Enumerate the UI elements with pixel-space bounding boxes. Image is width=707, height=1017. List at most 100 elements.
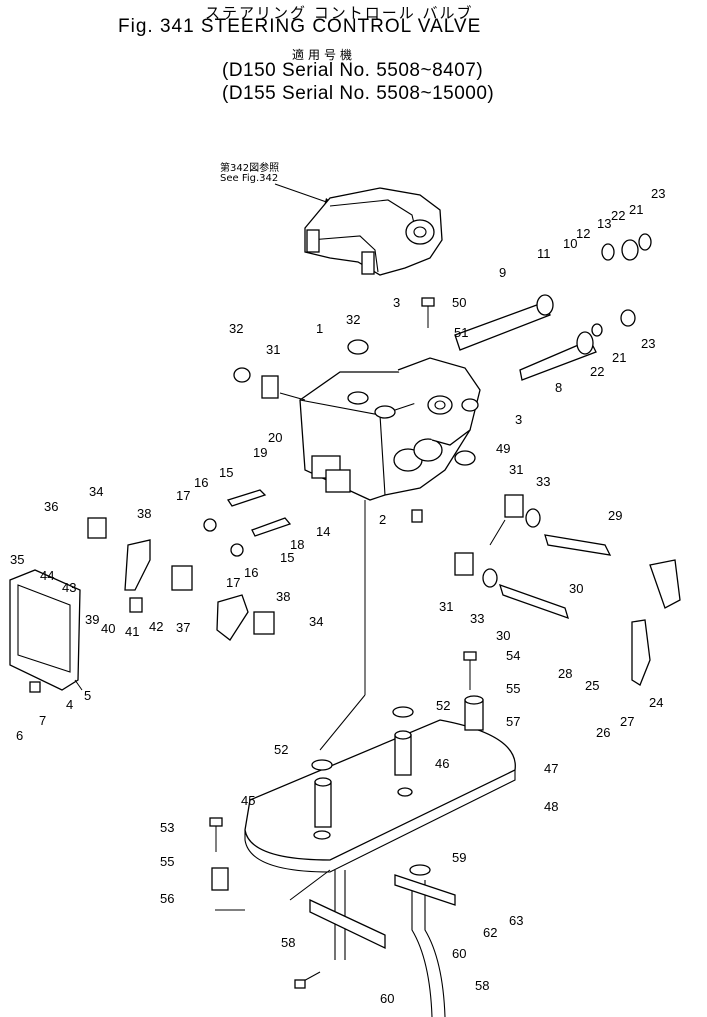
callout-26: 26	[596, 725, 610, 740]
callout-32b: 32	[346, 312, 360, 327]
callout-6: 6	[16, 728, 23, 743]
callout-21: 21	[629, 202, 643, 217]
callout-58: 58	[281, 935, 295, 950]
reference-leader	[274, 183, 336, 206]
callout-34b: 34	[309, 614, 323, 629]
callout-35: 35	[10, 552, 24, 567]
title-japanese: ステアリング コントロール バルブ	[205, 4, 474, 22]
figure-title: Fig. 341 STEERING CONTROL VALVE	[118, 16, 482, 37]
callout-4: 4	[66, 697, 73, 712]
callout-38b: 38	[276, 589, 290, 604]
steering-valve-body	[279, 357, 481, 501]
callout-43: 43	[62, 580, 76, 595]
callout-17: 17	[176, 488, 190, 503]
callout-40: 40	[101, 621, 115, 636]
callout-52: 52	[274, 742, 288, 757]
tubes	[309, 870, 456, 1017]
callout-3: 3	[393, 295, 400, 310]
callout-31c: 31	[439, 599, 453, 614]
callout-52b: 52	[436, 698, 450, 713]
callout-15b: 15	[280, 550, 294, 565]
bolts	[29, 297, 477, 989]
callout-36: 36	[44, 499, 58, 514]
callout-13: 13	[597, 216, 611, 231]
callout-5: 5	[84, 688, 91, 703]
callout-60: 60	[452, 946, 466, 961]
callout-21b: 21	[612, 350, 626, 365]
callout-54: 54	[506, 648, 520, 663]
callout-63: 63	[509, 913, 523, 928]
callout-59: 59	[452, 850, 466, 865]
callout-60b: 60	[380, 991, 394, 1006]
callout-34: 34	[89, 484, 103, 499]
callout-55: 55	[506, 681, 520, 696]
callout-37: 37	[176, 620, 190, 635]
callout-44: 44	[40, 568, 54, 583]
callout-7: 7	[39, 713, 46, 728]
shaft-parts	[454, 294, 612, 620]
callout-9: 9	[499, 265, 506, 280]
callout-38: 38	[137, 506, 151, 521]
cover-plate	[9, 569, 81, 691]
callout-42: 42	[149, 619, 163, 634]
callout-14: 14	[316, 524, 330, 539]
callout-18: 18	[290, 537, 304, 552]
callout-32: 32	[229, 321, 243, 336]
callout-8: 8	[555, 380, 562, 395]
callout-58b: 58	[475, 978, 489, 993]
callout-47: 47	[544, 761, 558, 776]
callout-50: 50	[452, 295, 466, 310]
callout-23: 23	[651, 186, 665, 201]
callout-33: 33	[536, 474, 550, 489]
callout-57: 57	[506, 714, 520, 729]
callout-23b: 23	[641, 336, 655, 351]
callout-39: 39	[85, 612, 99, 627]
callout-62: 62	[483, 925, 497, 940]
upper-housing-part	[304, 187, 443, 276]
callout-29: 29	[608, 508, 622, 523]
callout-15: 15	[219, 465, 233, 480]
see-figure-reference-jp: 第342図参照	[220, 161, 279, 174]
callout-33b: 33	[470, 611, 484, 626]
callout-1: 1	[316, 321, 323, 336]
serial-range-d155: (D155 Serial No. 5508~15000)	[222, 83, 495, 104]
callout-49: 49	[496, 441, 510, 456]
callout-16b: 16	[244, 565, 258, 580]
base-plate	[244, 695, 516, 873]
callout-11: 11	[537, 246, 551, 261]
callout-55b: 55	[160, 854, 174, 869]
callout-22b: 22	[590, 364, 604, 379]
callout-27: 27	[620, 714, 634, 729]
callout-31b: 31	[509, 462, 523, 477]
callout-41: 41	[125, 624, 139, 639]
serial-range-d150: (D150 Serial No. 5508~8407)	[222, 60, 484, 81]
callout-56: 56	[160, 891, 174, 906]
callout-17b: 17	[226, 575, 240, 590]
callout-28: 28	[558, 666, 572, 681]
callout-51: 51	[454, 325, 468, 340]
callout-22: 22	[611, 208, 625, 223]
callout-12: 12	[576, 226, 590, 241]
callout-30b: 30	[496, 628, 510, 643]
callout-25: 25	[585, 678, 599, 693]
callout-46: 46	[435, 756, 449, 771]
callout-31: 31	[266, 342, 280, 357]
lever-parts	[124, 539, 681, 686]
callout-16: 16	[194, 475, 208, 490]
callout-numbers: 1 2 3 3 4 5 6 7 8 9 10 11 12 13 14 15 15…	[10, 186, 665, 1006]
callout-20: 20	[268, 430, 282, 445]
applicability-label: 適用号機	[292, 48, 357, 62]
see-figure-reference-en: See Fig.342	[220, 173, 278, 184]
bushings-and-rings	[87, 233, 652, 891]
callout-2: 2	[379, 512, 386, 527]
leader-lines	[74, 500, 506, 911]
callout-10: 10	[563, 236, 577, 251]
callout-45: 45	[241, 793, 255, 808]
callout-48: 48	[544, 799, 558, 814]
callout-24: 24	[649, 695, 663, 710]
callout-19: 19	[253, 445, 267, 460]
callout-3b: 3	[515, 412, 522, 427]
callout-30: 30	[569, 581, 583, 596]
